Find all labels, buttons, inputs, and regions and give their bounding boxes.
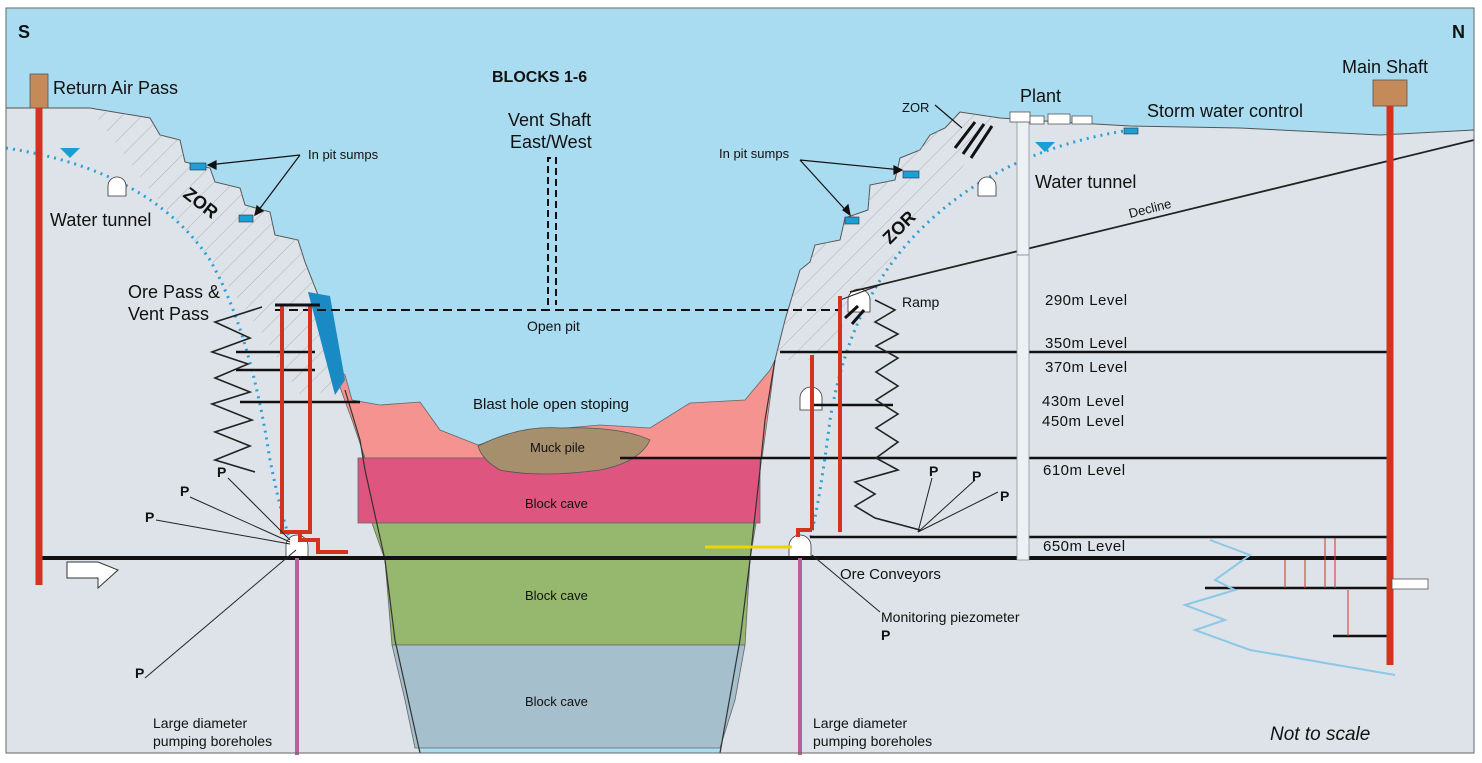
level-370-label: 370m Level (1045, 359, 1128, 376)
dewatering-lines (1284, 538, 1349, 636)
sump-left-2 (238, 214, 254, 223)
pit-wall-right (719, 359, 776, 754)
water-table-marker-right (1035, 142, 1055, 152)
groundwater-wedge (308, 292, 345, 395)
frame (5, 7, 1475, 754)
zor-small-label: ZOR (902, 100, 929, 115)
piezometer-p-3: P (145, 509, 154, 525)
level-650-label: 650m Level (1043, 538, 1126, 555)
pumping-left-label-1: Large diameter (153, 715, 248, 731)
compass-north: N (1452, 22, 1465, 42)
block-cave-middle (371, 522, 757, 646)
conveyor-arch-right (788, 534, 812, 559)
ore-pass-right (796, 296, 842, 537)
piezometer-p-2: P (180, 483, 189, 499)
return-air-collar (29, 73, 49, 109)
in-pit-sumps-left-label: In pit sumps (308, 147, 379, 162)
sump-right-1 (902, 170, 920, 179)
piezometer-p-1: P (217, 464, 226, 480)
ramp-zigzag-left (209, 306, 263, 473)
ramp-zigzag-right (852, 299, 921, 531)
piezometer-p-4: P (135, 665, 144, 681)
pumping-left-label-2: pumping boreholes (153, 733, 272, 749)
water-tunnel-left-arch (107, 176, 127, 197)
level-290-label: 290m Level (1045, 292, 1128, 309)
piezometer-p-7: P (1000, 488, 1009, 504)
water-tunnel-right-arch (977, 176, 997, 197)
monitoring-piezometer-label: Monitoring piezometer (881, 609, 1020, 625)
level-610-label: 610m Level (1043, 462, 1126, 479)
return-air-pass-label: Return Air Pass (53, 78, 178, 98)
not-to-scale-label: Not to scale (1270, 724, 1370, 745)
diagram-title: BLOCKS 1-6 (492, 69, 587, 86)
muck-pile-label: Muck pile (530, 440, 585, 455)
piezometer-p-5: P (929, 463, 938, 479)
decline-line (849, 139, 1475, 293)
pit-wall-left (344, 389, 421, 754)
block-cave-label-2: Block cave (525, 588, 588, 603)
block-cave-label-3: Block cave (525, 694, 588, 709)
level-lines (40, 350, 1388, 638)
main-shaft-stub (1391, 578, 1429, 590)
plant-buildings (1009, 111, 1093, 125)
level-430-label: 430m Level (1042, 393, 1125, 410)
sump-left-1 (189, 162, 207, 171)
sump-arrows (206, 104, 963, 217)
block-cave-lower (391, 644, 746, 749)
zor-band-right (775, 112, 1000, 360)
ore-conveyors-label: Ore Conveyors (840, 566, 941, 583)
water-table-marker-left (60, 148, 80, 158)
main-shaft-label: Main Shaft (1342, 57, 1428, 77)
storm-water-sump (1123, 127, 1139, 135)
in-pit-sumps-right-label: In pit sumps (719, 146, 790, 161)
plant-label: Plant (1020, 86, 1061, 106)
ore-pass-left (280, 305, 348, 554)
ramp-ticks (843, 304, 866, 325)
plant-shaft (1016, 119, 1030, 561)
level-350-label: 350m Level (1045, 335, 1128, 352)
piezometer-p-6: P (972, 468, 981, 484)
decline-tick (839, 284, 881, 301)
water-tunnel-right-label: Water tunnel (1035, 172, 1136, 192)
compass-south: S (18, 22, 30, 42)
sump-right-2 (844, 216, 860, 225)
ore-pass-label-2: Vent Pass (128, 304, 209, 324)
water-tunnel-left-label: Water tunnel (50, 210, 151, 230)
storm-water-label: Storm water control (1147, 101, 1303, 121)
block-cave-label-1: Block cave (525, 496, 588, 511)
blast-hole-label: Blast hole open stoping (473, 396, 629, 413)
fault-line (1181, 539, 1396, 676)
open-pit-label: Open pit (527, 318, 580, 334)
muck-pile (477, 427, 651, 475)
piezometer-p-8: P (881, 627, 890, 643)
ore-pass-label-1: Ore Pass & (128, 282, 220, 302)
zor-small-hatch (953, 121, 994, 159)
ramp-label: Ramp (902, 294, 940, 310)
vent-shaft-label-1: Vent Shaft (508, 110, 591, 130)
main-shaft-collar (1372, 79, 1408, 107)
pumping-right-label-1: Large diameter (813, 715, 908, 731)
outlet-arrow (66, 561, 119, 590)
level-450-label: 450m Level (1042, 413, 1125, 430)
piezometer-lines (144, 477, 999, 679)
pumping-right-label-2: pumping boreholes (813, 733, 932, 749)
vent-shaft-label-2: East/West (510, 132, 592, 152)
